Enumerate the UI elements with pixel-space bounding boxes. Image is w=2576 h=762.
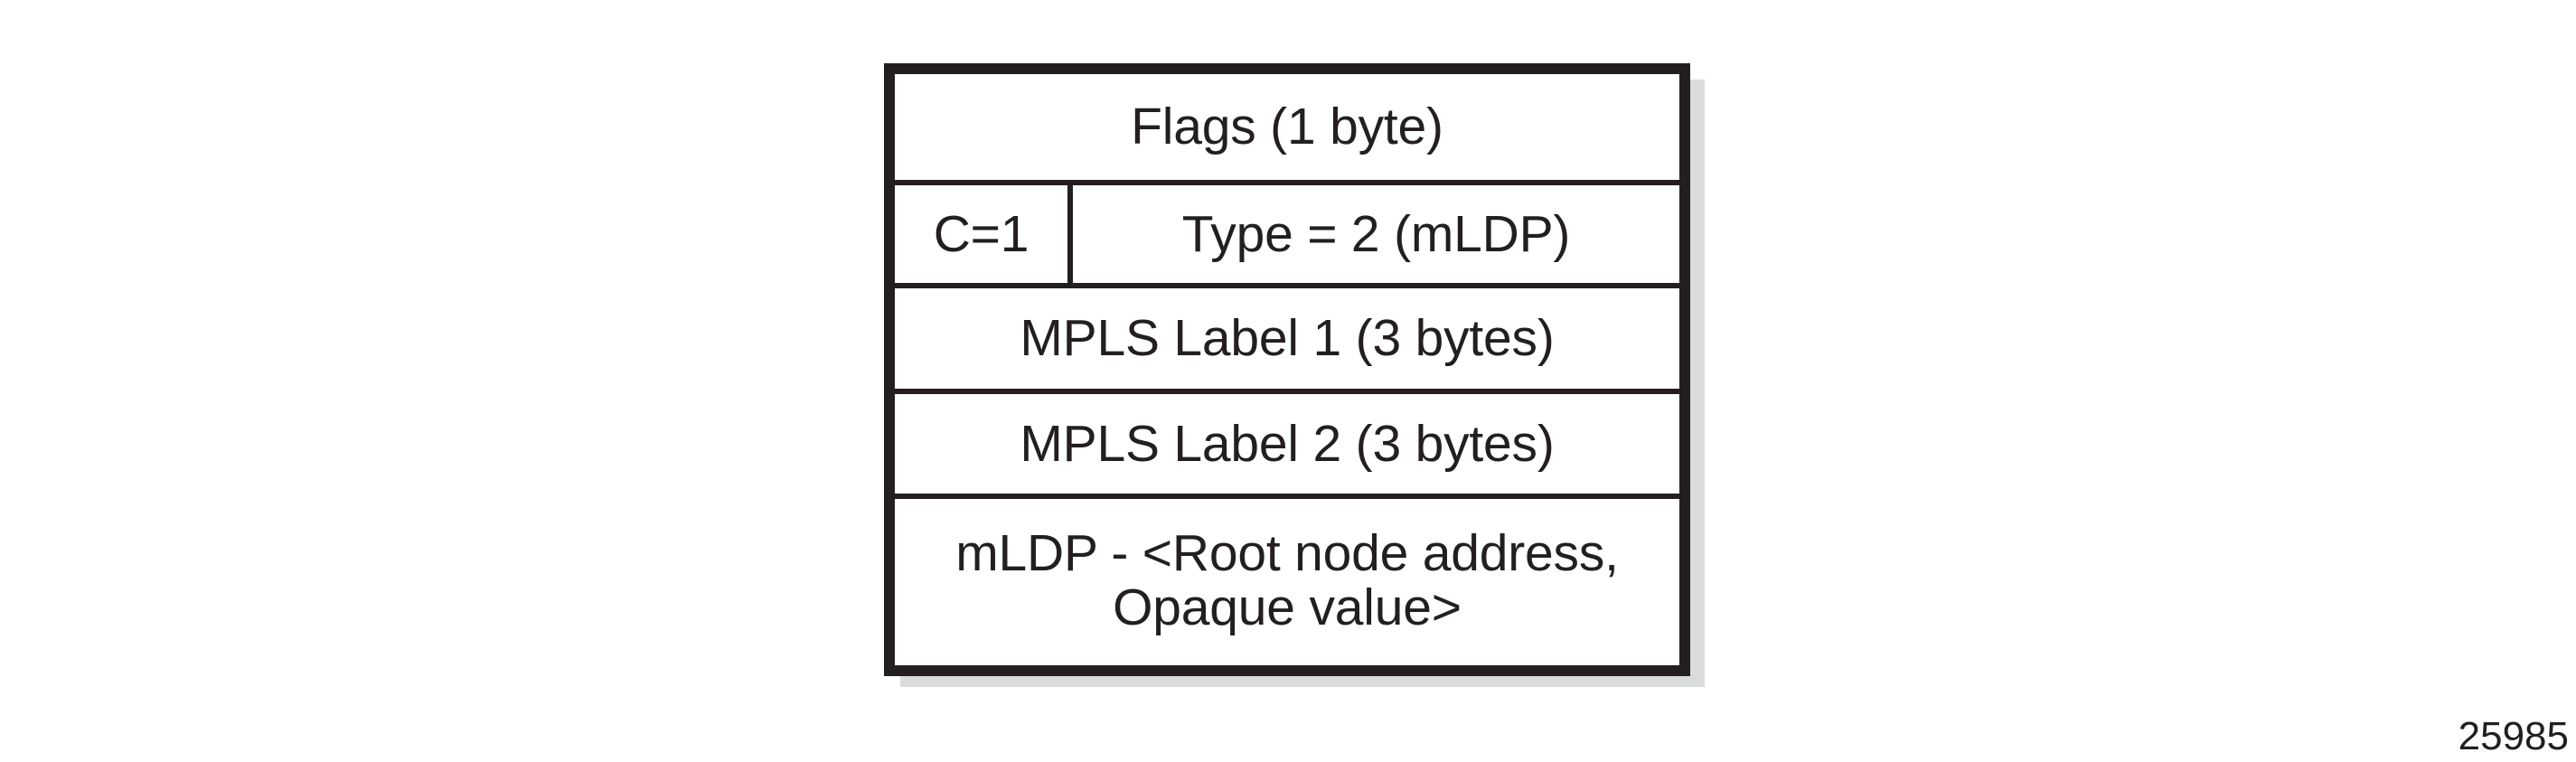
packet-field-mldp-label-line-1: mLDP - <Root node address,	[955, 523, 1619, 582]
figure-number-label: 25985	[2458, 714, 2569, 758]
packet-row-flags: Flags (1 byte)	[895, 74, 1679, 185]
packet-field-type-label: Type = 2 (mLDP)	[1181, 204, 1571, 263]
packet-format-box: Flags (1 byte) C=1 Type = 2 (mLDP) MPLS …	[884, 63, 1690, 676]
packet-field-mldp-cell: mLDP - <Root node address, Opaque value>	[895, 523, 1679, 639]
packet-field-mpls-label-1-label: MPLS Label 1 (3 bytes)	[1020, 309, 1555, 368]
packet-row-mldp: mLDP - <Root node address, Opaque value>	[895, 499, 1679, 665]
packet-row-mpls-label-1: MPLS Label 1 (3 bytes)	[895, 288, 1679, 394]
packet-field-mldp-label-line-2: Opaque value>	[1113, 579, 1462, 636]
packet-field-c-flag-cell: C=1	[895, 185, 1073, 283]
packet-field-c-flag-label: C=1	[933, 204, 1029, 263]
packet-row-type: C=1 Type = 2 (mLDP)	[895, 185, 1679, 288]
packet-field-mpls-label-2-label: MPLS Label 2 (3 bytes)	[1020, 414, 1555, 473]
packet-field-flags-label: Flags (1 byte)	[1131, 98, 1443, 156]
packet-row-mpls-label-2: MPLS Label 2 (3 bytes)	[895, 394, 1679, 499]
packet-field-type-cell: Type = 2 (mLDP)	[1073, 185, 1679, 283]
